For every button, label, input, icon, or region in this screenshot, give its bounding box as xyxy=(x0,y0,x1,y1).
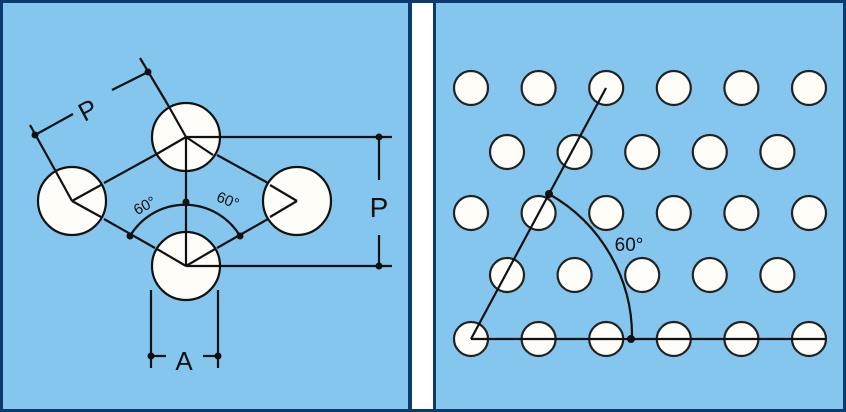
hole xyxy=(488,133,526,171)
angle-arc xyxy=(548,193,634,340)
arc-start-dot xyxy=(545,190,553,198)
hole xyxy=(655,69,692,107)
hole xyxy=(520,69,557,107)
hole-diameter-label: A xyxy=(175,346,193,376)
angle-label: 60° xyxy=(615,235,644,256)
diagonal-line xyxy=(470,87,607,340)
panel-gap xyxy=(412,3,433,409)
hole xyxy=(588,69,625,107)
hole xyxy=(759,256,796,294)
dimension-dots xyxy=(31,68,383,360)
left-diagram xyxy=(29,57,392,368)
hole xyxy=(790,194,828,232)
hole xyxy=(588,194,625,232)
hole xyxy=(624,133,661,171)
hole xyxy=(452,194,490,232)
arc-end-dot xyxy=(627,335,635,343)
hole xyxy=(556,133,593,171)
hole xyxy=(488,256,526,294)
hole xyxy=(624,256,661,294)
right-construction-lines xyxy=(470,87,826,341)
hole xyxy=(452,69,490,107)
hole xyxy=(691,133,728,171)
hole xyxy=(556,256,593,294)
hole xyxy=(723,69,760,107)
hole xyxy=(655,194,692,232)
hole xyxy=(790,69,828,107)
right-panel xyxy=(436,3,843,409)
hole xyxy=(723,194,760,232)
hole xyxy=(759,133,796,171)
pitch-label-vertical: P xyxy=(370,192,389,223)
hole xyxy=(691,256,728,294)
